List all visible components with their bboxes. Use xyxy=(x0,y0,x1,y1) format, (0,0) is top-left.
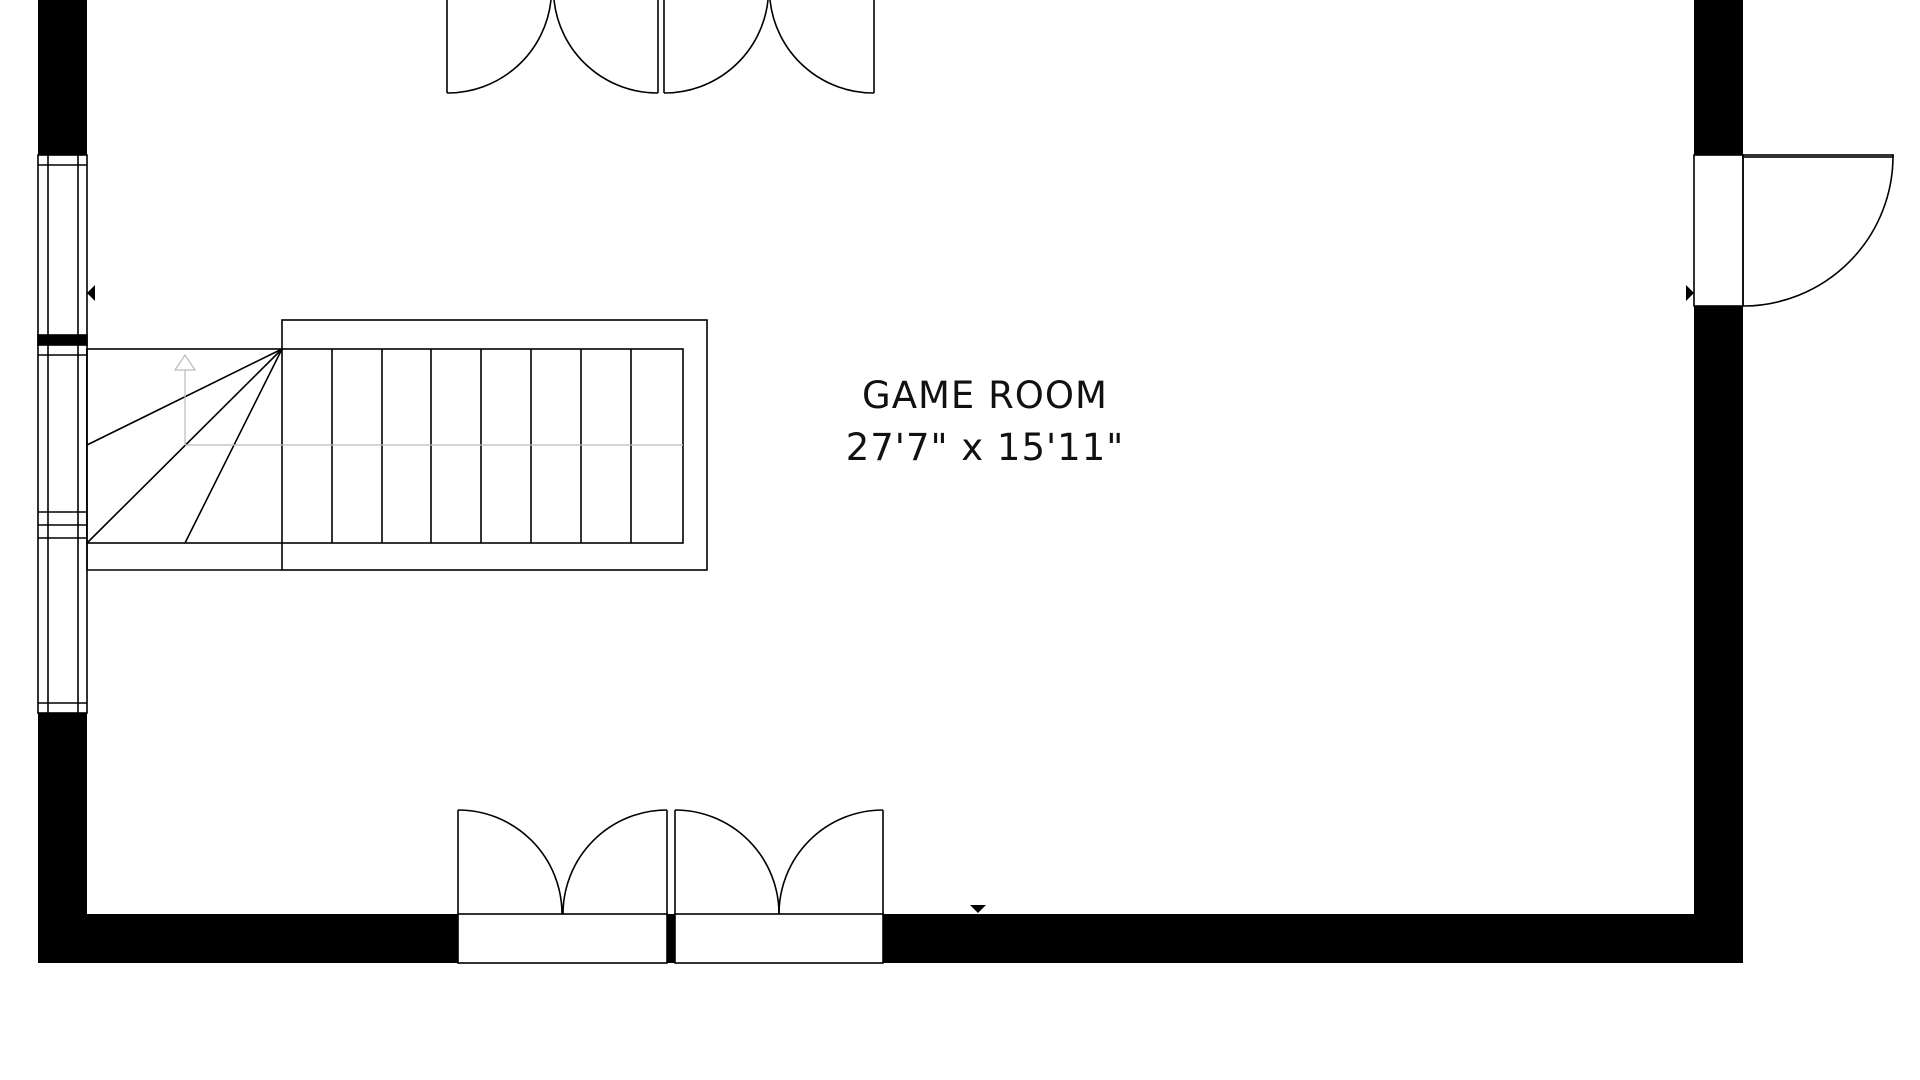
marker-right xyxy=(1686,285,1694,301)
staircase xyxy=(86,319,708,571)
door-opening xyxy=(1693,154,1744,307)
dimension-markers xyxy=(87,285,1694,913)
right-door xyxy=(1693,154,1894,307)
room-name: GAME ROOM xyxy=(862,374,1108,417)
bottom-double-doors xyxy=(457,809,884,964)
wall-bottom-mid xyxy=(667,914,675,963)
walls xyxy=(38,0,1743,963)
marker-bottom xyxy=(970,905,986,913)
stair-landing xyxy=(86,348,684,544)
marker-left xyxy=(87,285,95,301)
wall-right-lower xyxy=(1694,306,1743,963)
stair-direction-arrow xyxy=(173,353,683,446)
room-dimensions: 27'7" x 15'11" xyxy=(845,426,1125,469)
wall-right-upper xyxy=(1694,0,1743,155)
top-double-doors xyxy=(446,0,875,94)
wall-bottom-left xyxy=(38,914,458,963)
wall-bottom-right xyxy=(883,914,1743,963)
door-swing-arc xyxy=(1742,154,1894,307)
left-window xyxy=(37,154,88,714)
wall-left-upper xyxy=(38,0,87,155)
room-label: GAME ROOM 27'7" x 15'11" xyxy=(820,370,1150,474)
